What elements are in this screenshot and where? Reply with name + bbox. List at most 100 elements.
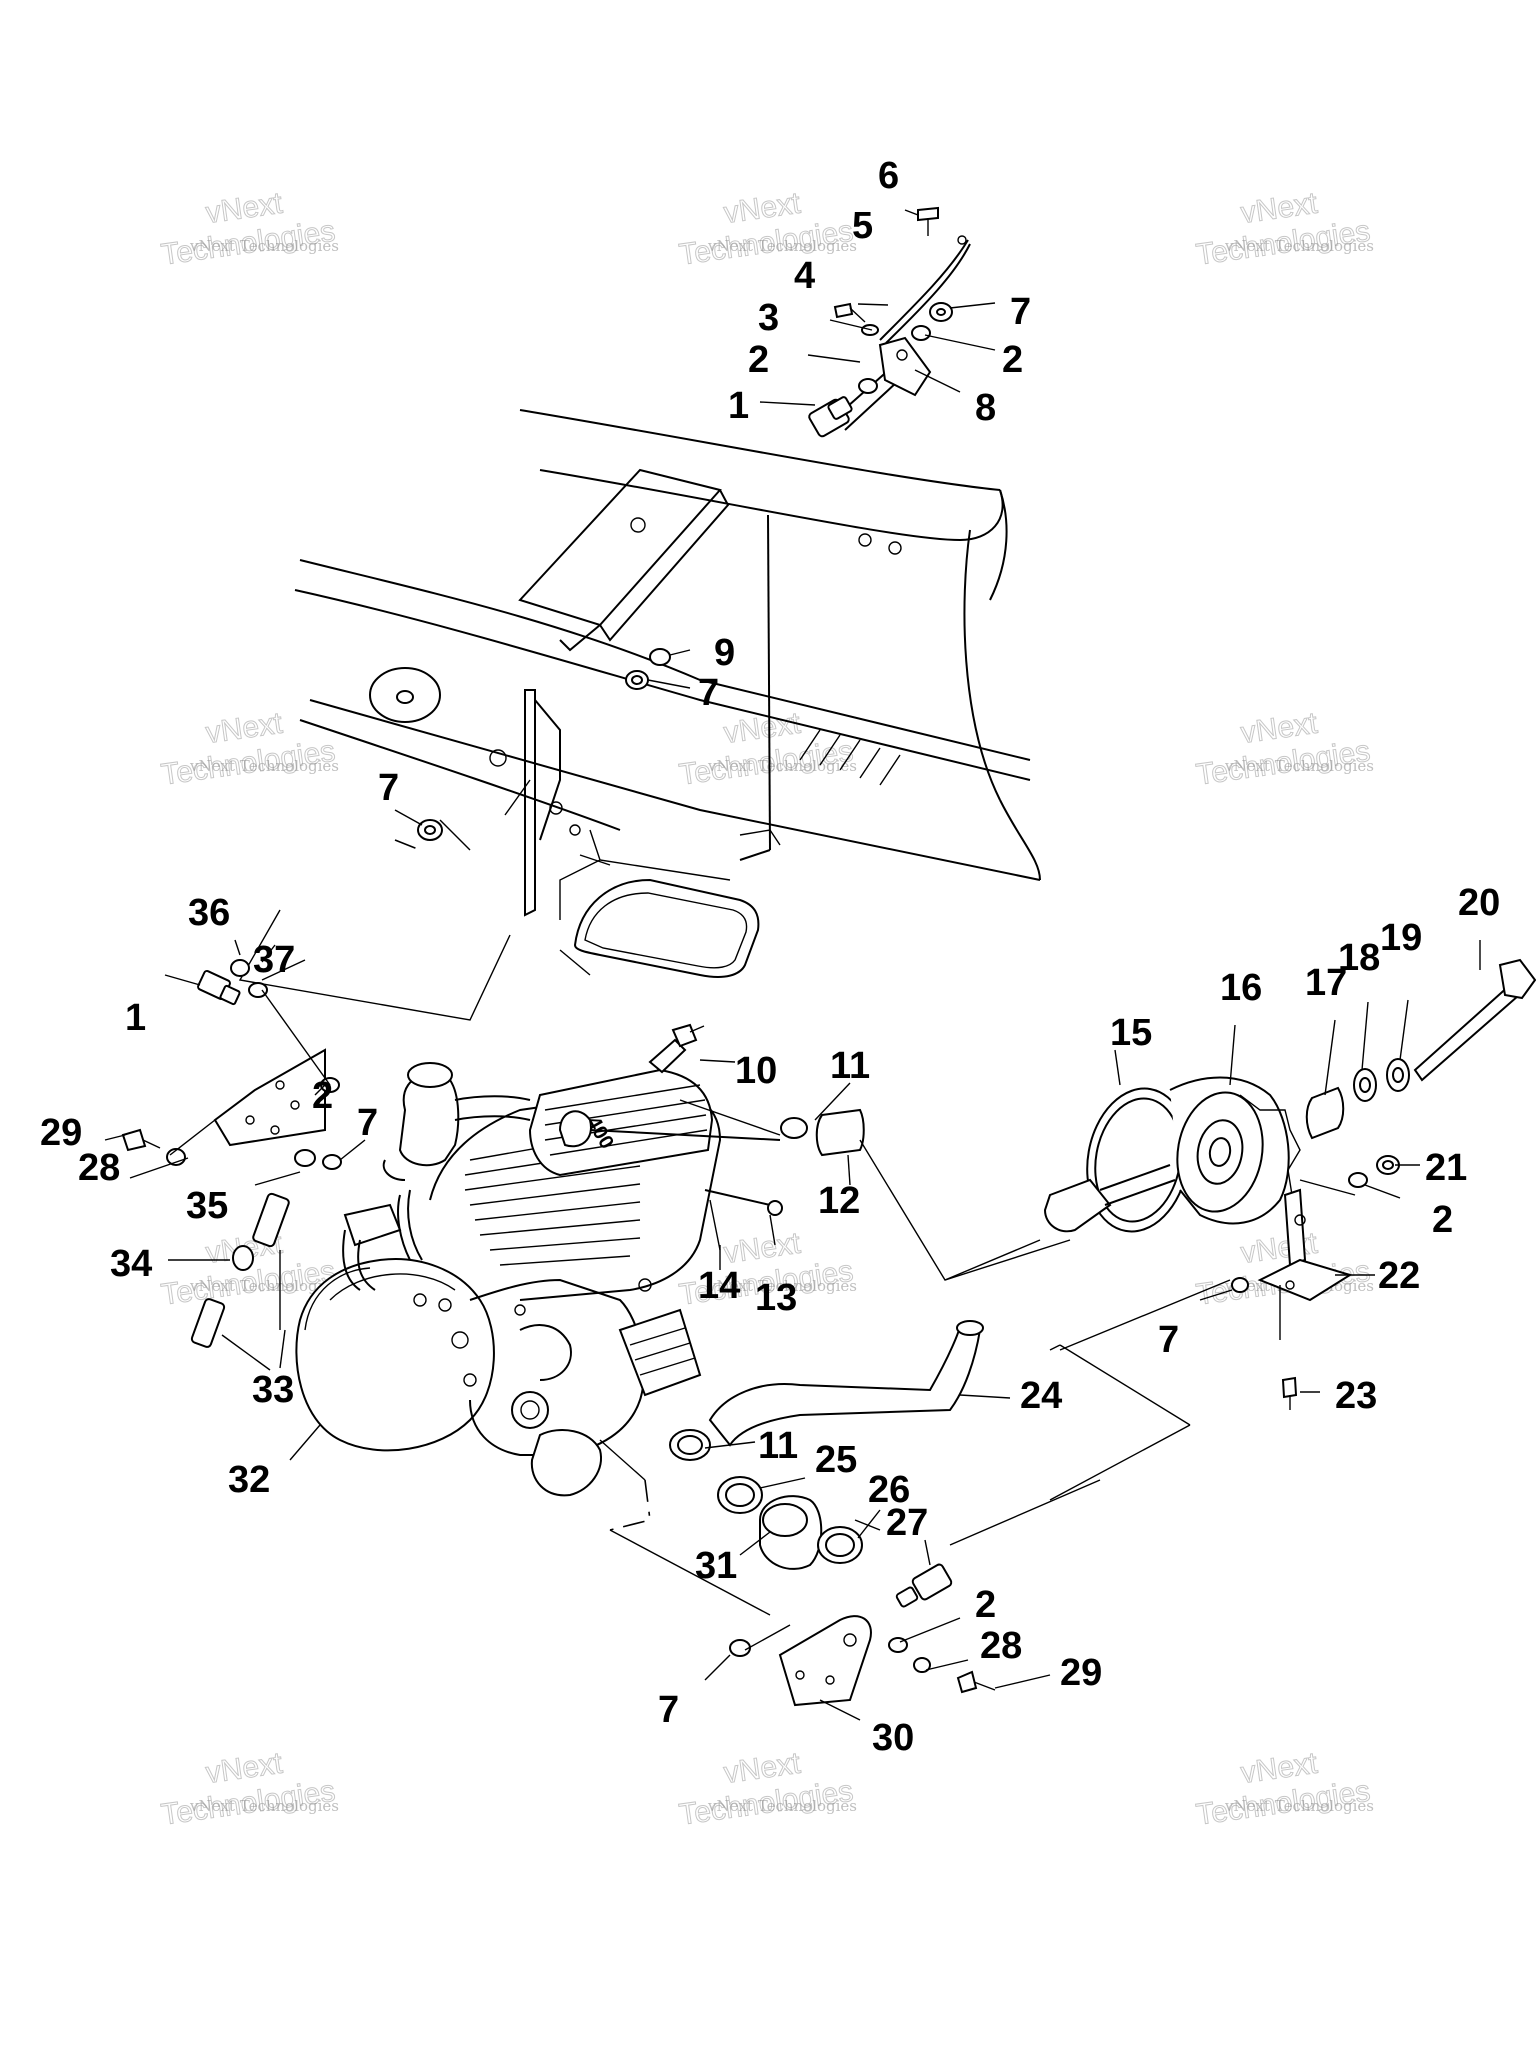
watermark: vNext Technologies vNext Technologies <box>1194 1746 1374 1832</box>
callout-1-left: 1 <box>125 997 146 1039</box>
callout-9: 9 <box>714 632 735 674</box>
mount-bracket <box>878 336 932 397</box>
callout-16: 16 <box>1220 967 1262 1009</box>
callout-2-right: 2 <box>1432 1199 1453 1241</box>
callout-15: 15 <box>1110 1012 1152 1054</box>
callout-7-center: 7 <box>698 672 719 714</box>
center-nuts <box>417 648 671 841</box>
crankshaft-stub <box>1043 1178 1112 1233</box>
left-fittings <box>190 1192 290 1371</box>
callout-7-left-engine: 7 <box>357 1102 378 1144</box>
callout-2-left: 2 <box>312 1075 333 1117</box>
lower-right-bracket <box>729 1479 1101 1707</box>
svg-text:vNext Technologies: vNext Technologies <box>1224 237 1374 255</box>
callout-23: 23 <box>1335 1375 1377 1417</box>
coupler-group <box>717 1476 881 1570</box>
callout-7-lower: 7 <box>658 1689 679 1731</box>
callout-29-lower: 29 <box>1060 1652 1102 1694</box>
watermark: vNext Technologies vNext Technologies <box>159 1746 339 1832</box>
callouts: 6 5 4 3 2 1 7 2 8 9 7 7 36 37 1 2 7 29 2… <box>40 155 1500 1759</box>
callout-25: 25 <box>815 1439 857 1481</box>
callout-24: 24 <box>1020 1375 1062 1417</box>
callout-12: 12 <box>818 1180 860 1222</box>
callout-2-lower: 2 <box>975 1584 996 1626</box>
callout-20: 20 <box>1458 882 1500 924</box>
callout-14: 14 <box>698 1265 740 1307</box>
callout-21: 21 <box>1425 1147 1467 1189</box>
svg-text:vNext Technologies: vNext Technologies <box>1224 757 1374 775</box>
callout-7-left: 7 <box>378 767 399 809</box>
callout-35: 35 <box>186 1185 228 1227</box>
svg-text:vNext Technologies: vNext Technologies <box>189 1797 339 1815</box>
callout-10: 10 <box>735 1050 777 1092</box>
callout-22: 22 <box>1378 1255 1420 1297</box>
callout-2-top-right: 2 <box>1002 339 1023 381</box>
svg-text:vNext Technologies: vNext Technologies <box>707 237 857 255</box>
watermark: vNext Technologies vNext Technologies <box>677 186 857 272</box>
callout-8: 8 <box>975 387 996 429</box>
exhaust-pipe <box>669 1320 984 1461</box>
callout-2-top: 2 <box>748 339 769 381</box>
leader-lines <box>104 209 1481 1721</box>
callout-26: 26 <box>868 1469 910 1511</box>
svg-text:vNext Technologies: vNext Technologies <box>189 237 339 255</box>
cylinder-head <box>528 1068 714 1177</box>
callout-28-left: 28 <box>78 1147 120 1189</box>
callout-32: 32 <box>228 1459 270 1501</box>
watermark: vNext Technologies vNext Technologies <box>677 706 857 792</box>
drive-clutch <box>1043 958 1536 1233</box>
callout-29-left: 29 <box>40 1112 82 1154</box>
spark-plug <box>648 1038 687 1074</box>
upper-hose-group <box>704 1108 865 1251</box>
callout-1-top: 1 <box>728 385 749 427</box>
callout-7-right: 7 <box>1158 1319 1179 1361</box>
callout-11-upper: 11 <box>830 1045 870 1087</box>
engine: 400 <box>295 1023 781 1497</box>
callout-19: 19 <box>1380 917 1422 959</box>
callout-4: 4 <box>794 255 815 297</box>
watermark: vNext Technologies vNext Technologies <box>1194 706 1374 792</box>
watermark: vNext Technologies vNext Technologies <box>159 186 339 272</box>
washer <box>858 378 878 394</box>
callout-27: 27 <box>886 1502 928 1544</box>
callout-31: 31 <box>695 1545 737 1587</box>
callout-11-lower: 11 <box>758 1425 798 1467</box>
watermark: vNext Technologies vNext Technologies <box>1194 186 1374 272</box>
starter-handle <box>343 1203 402 1247</box>
watermark: vNext Technologies vNext Technologies <box>677 1746 857 1832</box>
callout-7-top: 7 <box>1010 291 1031 333</box>
top-mount-assembly <box>808 206 971 438</box>
callout-6: 6 <box>878 155 899 197</box>
callout-34: 34 <box>110 1243 152 1285</box>
svg-text:vNext Technologies: vNext Technologies <box>1224 1797 1374 1815</box>
callout-5: 5 <box>852 205 873 247</box>
watermarks: vNext Technologies vNext Technologies vN… <box>159 186 1374 1832</box>
callout-3: 3 <box>758 297 779 339</box>
callout-18: 18 <box>1338 937 1380 979</box>
exhaust-tube <box>708 1323 982 1447</box>
svg-text:vNext Technologies: vNext Technologies <box>707 757 857 775</box>
bolt <box>833 302 854 319</box>
hose-clamp <box>780 1117 808 1139</box>
callout-28-lower: 28 <box>980 1625 1022 1667</box>
callout-30: 30 <box>872 1717 914 1759</box>
screw <box>917 206 939 222</box>
engine-mount-bracket-lower <box>778 1615 872 1707</box>
callout-13: 13 <box>755 1277 797 1319</box>
callout-33: 33 <box>252 1369 294 1411</box>
svg-text:vNext Technologies: vNext Technologies <box>707 1277 857 1295</box>
engine-mount-plate <box>213 1048 326 1147</box>
svg-text:vNext Technologies: vNext Technologies <box>189 1277 339 1295</box>
hose-sleeve <box>815 1108 865 1157</box>
callout-36: 36 <box>188 892 230 934</box>
support-bracket <box>1283 1188 1307 1267</box>
svg-text:vNext Technologies: vNext Technologies <box>189 757 339 775</box>
clutch-bolt <box>1413 983 1520 1082</box>
svg-text:vNext Technologies: vNext Technologies <box>707 1797 857 1815</box>
left-engine-bracket <box>121 959 342 1170</box>
callout-17: 17 <box>1305 962 1347 1004</box>
vehicle-frame <box>238 409 1041 1021</box>
watermark: vNext Technologies vNext Technologies <box>159 706 339 792</box>
callout-37: 37 <box>253 939 295 981</box>
